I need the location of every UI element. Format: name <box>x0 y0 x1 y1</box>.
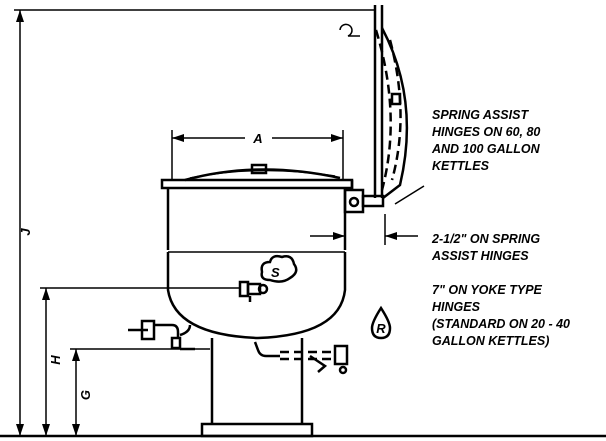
drain-valve <box>128 319 195 351</box>
dimension-a: A <box>171 130 344 180</box>
note-yoke-line-4: GALLON KETTLES) <box>432 334 549 348</box>
steam-valve <box>238 280 269 302</box>
hinge-bracket <box>343 180 385 214</box>
leader-line <box>394 185 425 205</box>
note-yoke-line-3: (STANDARD ON 20 - 40 <box>432 317 570 331</box>
note-yoke-line-1: 7" ON YOKE TYPE <box>432 283 543 297</box>
dimension-h: H <box>40 287 240 436</box>
note-spring-assist: SPRING ASSIST HINGES ON 60, 80 AND 100 G… <box>431 108 541 173</box>
dimension-g-label: G <box>78 390 93 400</box>
note-yoke: 7" ON YOKE TYPE HINGES (STANDARD ON 20 -… <box>432 283 570 348</box>
open-lid <box>339 5 409 199</box>
note-spring-offset-line-2: ASSIST HINGES <box>431 249 529 263</box>
note-spring-assist-line-3: AND 100 GALLON <box>431 142 541 156</box>
dimension-a-label: A <box>252 131 262 146</box>
dimension-g: G <box>70 348 210 436</box>
note-spring-offset-line-1: 2-1/2" ON SPRING <box>431 232 540 246</box>
note-spring-assist-line-2: HINGES ON 60, 80 <box>432 125 540 139</box>
dimension-j-label: J <box>18 228 33 236</box>
return-symbol-label: R <box>376 321 386 336</box>
note-spring-assist-line-1: SPRING ASSIST <box>432 108 529 122</box>
steam-symbol-label: S <box>271 265 280 280</box>
return-line <box>253 341 349 375</box>
note-spring-offset: 2-1/2" ON SPRING ASSIST HINGES <box>431 232 540 263</box>
steam-symbol: S <box>260 254 298 283</box>
dimension-h-label: H <box>48 355 63 365</box>
note-spring-assist-line-4: KETTLES <box>432 159 490 173</box>
dimension-j: J <box>14 9 375 436</box>
return-symbol: R <box>370 305 392 340</box>
kettle-body <box>166 188 347 340</box>
hinge-offset-dimension <box>310 214 418 245</box>
kettle-lid <box>160 163 354 190</box>
note-yoke-line-2: HINGES <box>432 300 481 314</box>
